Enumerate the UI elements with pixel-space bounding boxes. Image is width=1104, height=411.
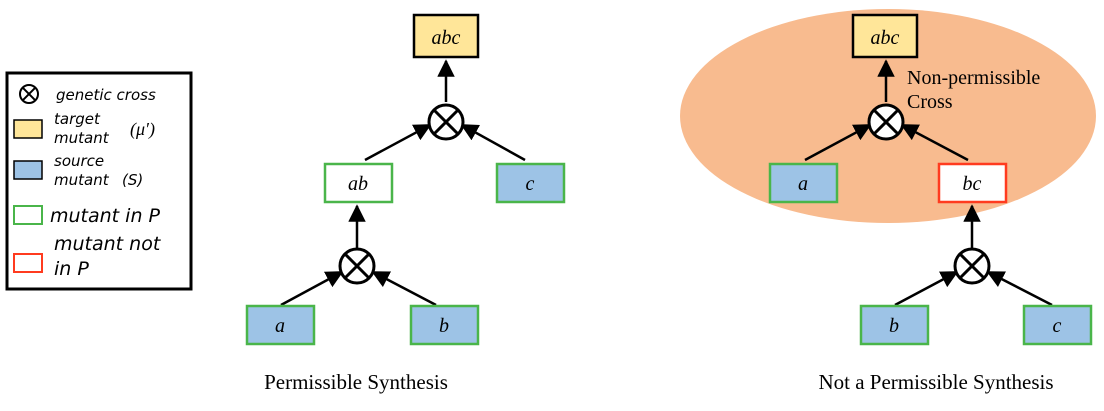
right-b-node (859, 304, 930, 346)
right-caption: Not a Permissible Synthesis (818, 370, 1053, 394)
legend-source-label-1: source (54, 152, 104, 170)
right-bc-node-label: bc (963, 173, 982, 195)
left-caption: Permissible Synthesis (264, 370, 448, 394)
right-cross-top-icon (867, 103, 905, 141)
right-cross-bottom-icon (953, 247, 991, 285)
left-a-node-label: a (275, 315, 285, 337)
legend: genetic cross target mutant (μ′) source … (5, 71, 193, 291)
legend-in-p-label: mutant in P (50, 205, 161, 227)
region-label-1: Non-permissible (907, 67, 1040, 89)
left-target-node-label: abc (432, 27, 461, 49)
left-ab-node (323, 162, 394, 204)
left-diagram: abc ab c a b Permissible Synthesis (245, 13, 566, 394)
legend-not-in-p-label-2: in P (54, 258, 89, 280)
legend-cross-icon (19, 84, 39, 104)
left-target-node (412, 13, 480, 59)
right-diagram: Non-permissible Cross abc a bc b c N (680, 9, 1096, 394)
legend-target-label-2: mutant (54, 129, 110, 147)
legend-not-in-p-swatch (13, 253, 43, 273)
region-label-2: Cross (907, 91, 953, 113)
right-c-node-label: c (1053, 315, 1062, 337)
right-a-node (768, 162, 839, 204)
right-b-node-label: b (889, 315, 899, 337)
legend-target-swatch (13, 119, 43, 139)
left-ab-node-label: ab (348, 173, 368, 195)
legend-source-label-2: mutant (54, 171, 110, 189)
right-c-node (1022, 304, 1093, 346)
legend-target-symbol: (μ′) (130, 119, 155, 140)
right-edge-bc-to-cross (900, 123, 969, 162)
left-b-node-label: b (439, 315, 449, 337)
right-edge-b-to-cross2 (894, 270, 959, 307)
left-b-node (409, 304, 480, 346)
legend-cross-label: genetic cross (56, 86, 156, 104)
right-target-node-label: abc (871, 27, 900, 49)
legend-target-label-1: target (54, 110, 101, 128)
left-edge-ab-to-cross (364, 123, 432, 162)
left-c-node (495, 162, 566, 204)
left-edge-b-to-cross2 (371, 270, 437, 307)
legend-in-p-swatch (13, 205, 43, 225)
legend-not-in-p-label-1: mutant not (54, 233, 162, 255)
right-edge-a-to-cross (804, 123, 872, 162)
left-cross-top-icon (427, 103, 465, 141)
right-a-node-label: a (798, 173, 808, 195)
left-cross-bottom-icon (338, 247, 376, 285)
right-target-node (851, 13, 919, 59)
left-edge-a-to-cross2 (280, 270, 344, 307)
left-a-node (245, 304, 316, 346)
legend-source-symbol: (S) (122, 171, 143, 189)
right-edge-c-to-cross2 (986, 270, 1053, 307)
right-bc-node (937, 162, 1008, 204)
legend-source-swatch (13, 160, 43, 180)
left-edge-c-to-cross (460, 123, 526, 162)
left-c-node-label: c (526, 173, 535, 195)
